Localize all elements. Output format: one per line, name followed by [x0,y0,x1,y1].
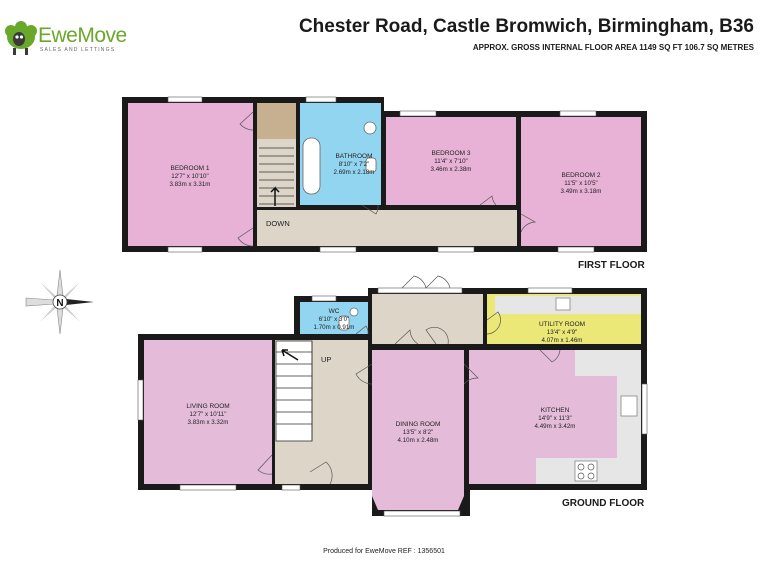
sheep-logo-icon [5,21,37,55]
floor-area-subtitle: APPROX. GROSS INTERNAL FLOOR AREA 1149 S… [472,43,754,52]
ground-floor-label: GROUND FLOOR [562,498,645,509]
dining-bay-area [372,484,464,510]
wc-toilet-icon [338,315,350,331]
bedroom-3-metric: 3.46m x 2.38m [431,166,472,173]
first-floor-doors [237,111,537,247]
entrance-hall-area [372,294,483,344]
bedroom-2-name: BEDROOM 2 [561,172,600,179]
wc-area [300,302,368,334]
first-floor-plan: BEDROOM 1 12'7" x 10'10" 3.83m x 3.31m B… [122,96,647,271]
bedroom-1-imperial: 12'7" x 10'10" [171,173,208,180]
kitchen-imperial: 14'9" x 11'3" [538,415,571,422]
hob-icon [574,460,598,482]
compass-icon: N [25,269,94,335]
wc-metric: 1.70m x 0.91m [314,324,355,331]
bedroom-2-imperial: 11'5" x 10'5" [564,180,597,187]
roof-gap [384,97,647,111]
stairs-up-arrow-icon [281,349,299,361]
brand-logo [4,18,144,62]
footer-reference: Produced for EweMove REF : 1356501 [323,548,445,555]
brand-tagline: SALES AND LETTINGS [40,47,116,53]
first-floor-top-wall-right [384,111,647,117]
living-room-metric: 3.83m x 3.32m [188,419,229,426]
stairs-arrow-icon [270,186,280,206]
bedroom-2-metric: 3.49m x 3.18m [561,188,602,195]
ground-floor-doors [257,275,561,485]
bedroom-1-name: BEDROOM 1 [170,165,209,172]
utility-sink-icon [555,297,571,311]
dining-room-area [372,350,464,484]
bathroom-imperial: 8'10" x 7'2" [339,161,370,168]
toilet-icon [365,157,377,173]
bedroom-1-area [128,103,253,246]
first-floor-windows [167,96,597,253]
first-floor-room-labels: BEDROOM 1 12'7" x 10'10" 3.83m x 3.31m B… [170,150,602,228]
ground-floor-plan: LIVING ROOM 12'7" x 10'11" 3.83m x 3.32m… [137,275,648,517]
dining-room-name: DINING ROOM [396,421,441,428]
bathroom-name: BATHROOM [335,153,372,160]
living-room-name: LIVING ROOM [186,403,229,410]
kitchen-metric: 4.49m x 3.42m [535,423,576,430]
bedroom-1-metric: 3.83m x 3.31m [170,181,211,188]
bathroom-metric: 2.69m x 2.18m [334,169,375,176]
compass-letter: N [56,298,63,309]
bedroom-3-area [386,117,516,205]
stairs-down-label: DOWN [266,219,290,228]
living-room-imperial: 12'7" x 10'11" [190,411,227,418]
property-title: Chester Road, Castle Bromwich, Birmingha… [298,16,754,37]
utility-room-imperial: 13'4" x 4'9" [547,329,578,336]
wc-basin-icon [349,307,359,317]
landing-storage-area [257,103,296,139]
ground-floor-stairs [275,340,313,442]
ground-floor-windows [137,287,648,517]
ground-floor-room-labels: LIVING ROOM 12'7" x 10'11" 3.83m x 3.32m… [186,308,585,444]
utility-room-name: UTILITY ROOM [539,321,585,328]
bedroom-3-name: BEDROOM 3 [431,150,470,157]
living-room-area [144,340,272,484]
first-floor-label: FIRST FLOOR [578,260,645,271]
bedroom-3-imperial: 11'4" x 7'10" [434,158,467,165]
stairs-up-label: UP [321,355,331,364]
dining-room-metric: 4.10m x 2.48m [398,437,439,444]
wc-imperial: 6'10" x 3'0" [319,316,350,323]
basin-icon [363,121,377,135]
utility-room-metric: 4.07m x 1.46m [542,337,583,344]
brand-name: EweMove [38,24,127,47]
dining-room-imperial: 13'5" x 8'2" [403,429,434,436]
sink-icon [620,395,638,417]
first-floor-stairs [259,147,294,205]
first-floor-hallway [257,210,517,246]
kitchen-name: KITCHEN [541,407,570,414]
stairwell-area [257,139,296,207]
bedroom-2-area [521,117,641,246]
wc-name: WC [329,308,340,315]
bathtub-icon [302,137,321,195]
